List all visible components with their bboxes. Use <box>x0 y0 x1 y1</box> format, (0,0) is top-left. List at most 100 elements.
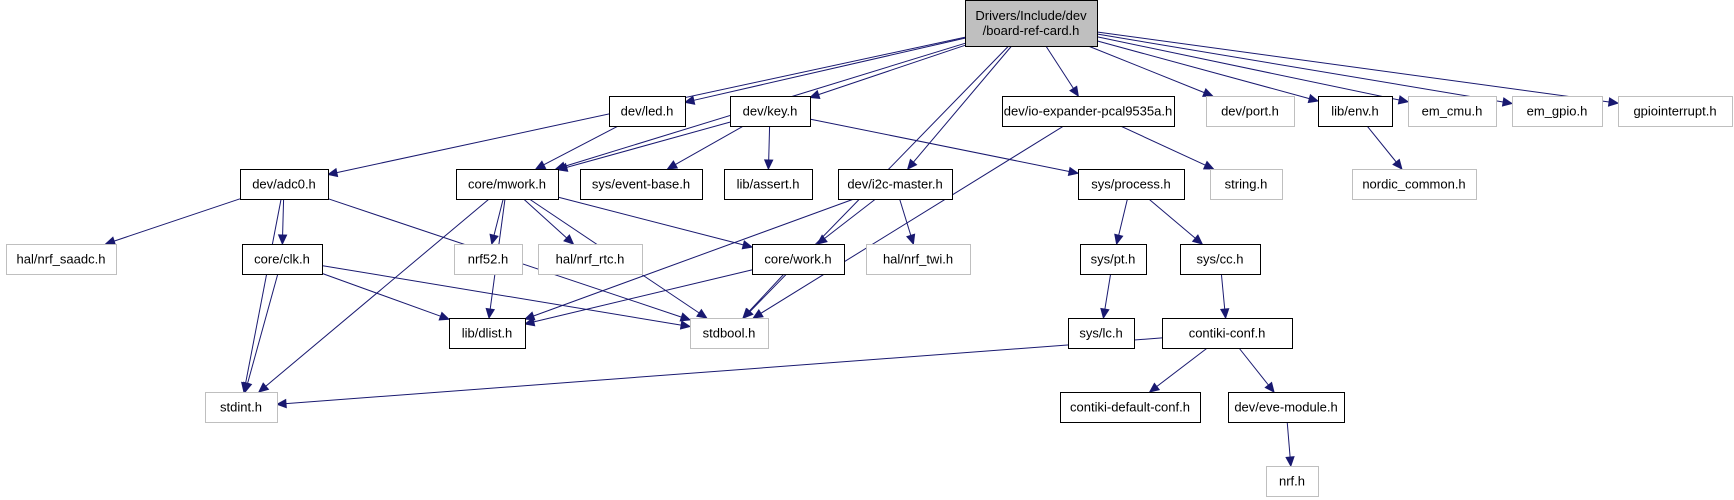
edge-root-to-key <box>808 44 966 99</box>
node-root[interactable]: Drivers/Include/dev/board-ref-card.h <box>965 0 1098 47</box>
node-box[interactable] <box>242 244 323 275</box>
edge-key-to-assert <box>763 125 774 171</box>
node-emcmu: em_cmu.h <box>1408 96 1497 127</box>
node-label: Drivers/Include/dev <box>975 8 1087 23</box>
edge-adc0-to-clk <box>277 198 288 246</box>
node-box[interactable] <box>240 169 329 200</box>
node-box <box>1206 96 1295 127</box>
node-label: contiki-conf.h <box>1189 326 1266 341</box>
node-lc[interactable]: sys/lc.h <box>1068 318 1135 349</box>
arrow-head-icon <box>741 240 754 250</box>
edges-layer <box>104 31 1620 468</box>
arrow-head-icon <box>1100 307 1110 320</box>
node-box[interactable] <box>580 169 703 200</box>
node-assert[interactable]: lib/assert.h <box>724 169 813 200</box>
arrow-head-icon <box>1219 308 1230 320</box>
arrow-head-icon <box>326 167 339 178</box>
edge-line <box>1088 45 1205 94</box>
node-label: sys/process.h <box>1091 177 1170 192</box>
node-eve[interactable]: dev/eve-module.h <box>1228 392 1345 423</box>
node-label: dev/port.h <box>1221 104 1279 119</box>
arrow-head-icon <box>752 308 764 319</box>
node-contikiconf[interactable]: contiki-conf.h <box>1162 318 1293 349</box>
node-label: /board-ref-card.h <box>983 23 1080 38</box>
node-box[interactable] <box>838 169 953 200</box>
edge-key-to-process <box>809 118 1080 177</box>
edge-line <box>1156 347 1208 387</box>
edge-line <box>1238 347 1269 386</box>
node-twi: hal/nrf_twi.h <box>866 244 971 275</box>
node-led[interactable]: dev/led.h <box>609 96 686 127</box>
node-box[interactable] <box>1162 318 1293 349</box>
edge-line <box>493 198 504 236</box>
arrow-head-icon <box>1397 95 1410 105</box>
node-box <box>1618 96 1733 127</box>
node-box[interactable] <box>1078 169 1185 200</box>
arrow-head-icon <box>1307 93 1320 104</box>
node-box[interactable] <box>1228 392 1345 423</box>
node-cc[interactable]: sys/cc.h <box>1180 244 1261 275</box>
node-ioexp[interactable]: dev/io-expander-pcal9535a.h <box>1002 96 1175 127</box>
node-pt[interactable]: sys/pt.h <box>1080 244 1147 275</box>
node-nrfh: nrf.h <box>1266 466 1319 497</box>
edge-root-to-i2c <box>906 45 1012 170</box>
node-env[interactable]: lib/env.h <box>1318 96 1393 127</box>
node-box[interactable] <box>449 318 526 349</box>
node-box[interactable] <box>752 244 845 275</box>
edge-i2c-to-twi <box>899 198 916 246</box>
node-mwork[interactable]: core/mwork.h <box>456 169 559 200</box>
edge-ioexp-to-stdbool <box>752 125 1064 319</box>
arrow-head-icon <box>1392 158 1403 170</box>
node-box[interactable] <box>1080 244 1147 275</box>
edge-led-to-mwork <box>534 125 619 170</box>
node-box[interactable] <box>965 0 1098 47</box>
node-box[interactable] <box>1060 392 1201 423</box>
arrow-head-icon <box>1264 381 1275 393</box>
node-work[interactable]: core/work.h <box>752 244 845 275</box>
arrow-head-icon <box>534 160 547 170</box>
node-clk[interactable]: core/clk.h <box>242 244 323 275</box>
node-label: core/clk.h <box>254 252 310 267</box>
node-box <box>1266 466 1319 497</box>
arrow-head-icon <box>742 307 753 319</box>
node-process[interactable]: sys/process.h <box>1078 169 1185 200</box>
node-box[interactable] <box>1180 244 1261 275</box>
node-box[interactable] <box>1318 96 1393 127</box>
node-adc0[interactable]: dev/adc0.h <box>240 169 329 200</box>
node-key[interactable]: dev/key.h <box>730 96 811 127</box>
node-saadc: hal/nrf_saadc.h <box>6 244 117 275</box>
edge-line <box>247 273 279 384</box>
arrow-head-icon <box>666 160 679 170</box>
node-dlist[interactable]: lib/dlist.h <box>449 318 526 349</box>
node-box[interactable] <box>609 96 686 127</box>
node-box[interactable] <box>1002 96 1175 127</box>
node-label: stdbool.h <box>703 326 756 341</box>
node-i2c[interactable]: dev/i2c-master.h <box>838 169 953 200</box>
node-label: em_gpio.h <box>1527 104 1588 119</box>
edge-clk-to-stdint <box>243 273 279 394</box>
edge-mwork-to-nrf52 <box>489 198 504 246</box>
node-box[interactable] <box>724 169 813 200</box>
edge-mwork-to-stdint <box>257 198 490 393</box>
edge-line <box>1286 421 1291 458</box>
edge-line <box>1096 31 1610 103</box>
node-label: dev/i2c-master.h <box>847 177 942 192</box>
node-label: em_cmu.h <box>1422 104 1483 119</box>
node-box[interactable] <box>1068 318 1135 349</box>
edge-process-to-cc <box>1148 198 1204 245</box>
node-box <box>1352 169 1477 200</box>
arrow-head-icon <box>275 398 287 409</box>
edge-line <box>818 44 966 96</box>
edge-adc0-to-stdint <box>241 198 282 394</box>
edge-line <box>543 125 619 166</box>
arrow-head-icon <box>277 234 288 246</box>
node-label: gpiointerrupt.h <box>1633 104 1716 119</box>
node-contikidefault[interactable]: contiki-default-conf.h <box>1060 392 1201 423</box>
node-evtbase[interactable]: sys/event-base.h <box>580 169 703 200</box>
edge-line <box>1104 273 1112 310</box>
node-label: sys/pt.h <box>1091 252 1136 267</box>
edge-line <box>693 37 966 101</box>
node-box[interactable] <box>456 169 559 200</box>
node-emgpio: em_gpio.h <box>1512 96 1603 127</box>
node-box[interactable] <box>730 96 811 127</box>
